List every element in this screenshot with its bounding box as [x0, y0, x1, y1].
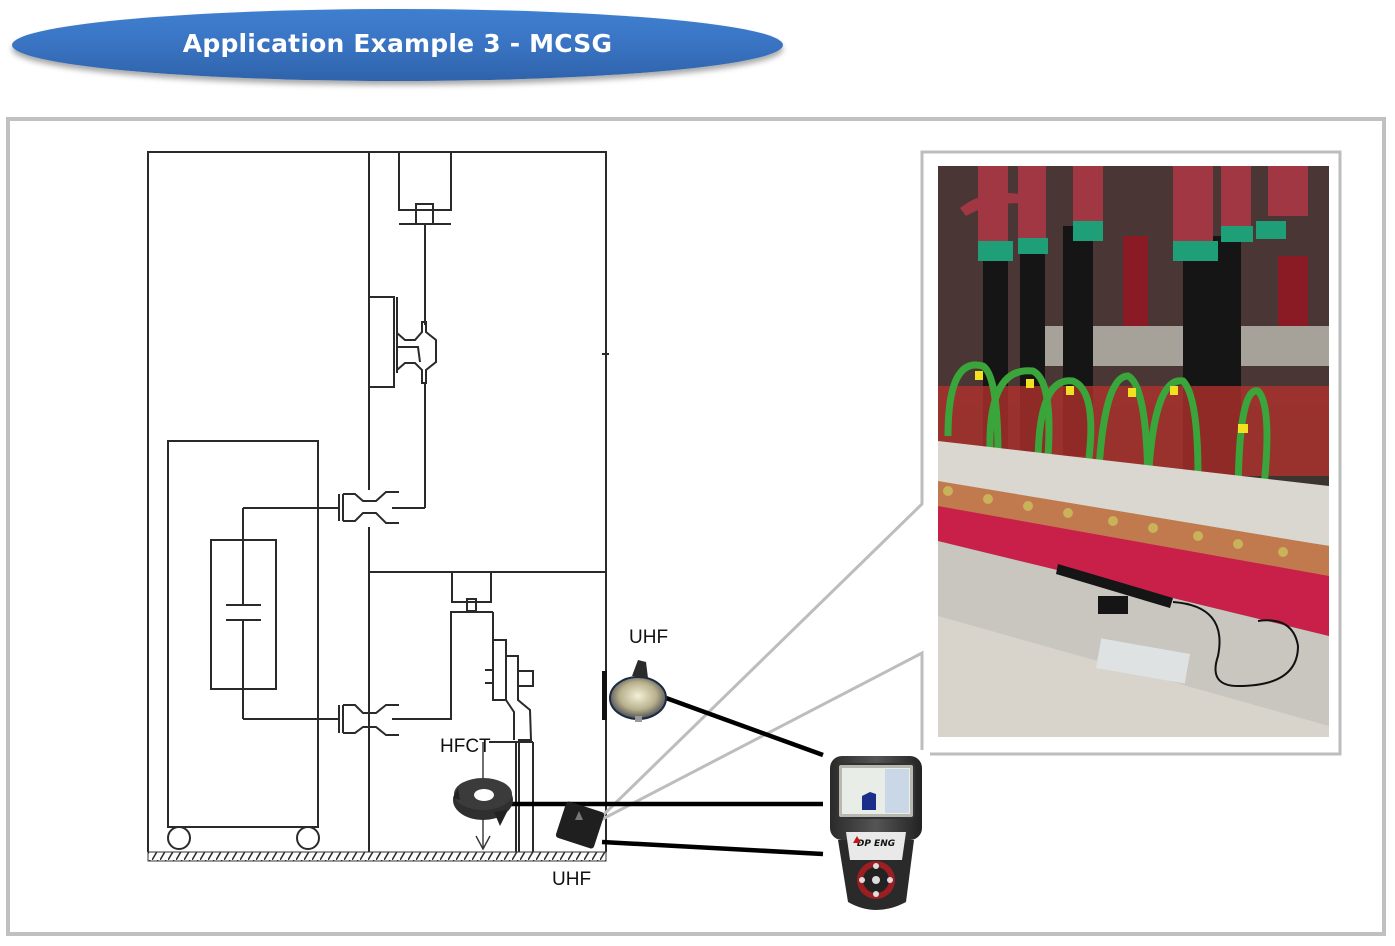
device-brand-label: DP ENG [857, 839, 895, 849]
cable-uhf-external [665, 695, 824, 758]
label-uhf-external: UHF [629, 627, 668, 648]
title-banner: Application Example 3 - MCSG [12, 9, 783, 81]
capacitor-cabinet [167, 440, 339, 850]
content-frame [6, 117, 1386, 936]
switchgear-enclosure [147, 151, 609, 852]
ground-hatch [147, 851, 607, 862]
disconnect-upper [243, 491, 399, 524]
circuit-breaker [368, 296, 437, 509]
uhf-external-sensor-icon [602, 660, 667, 722]
top-bushing [398, 152, 452, 325]
cable-termination [451, 572, 534, 852]
hfct-sensor-icon [453, 778, 513, 826]
disconnect-lower [338, 611, 493, 736]
installation-photo [938, 166, 1329, 737]
label-uhf-internal: UHF [552, 869, 591, 890]
callout-lines [593, 150, 1342, 825]
page-title: Application Example 3 - MCSG [182, 28, 613, 58]
pd-analyzer-device-icon: DP ENG [830, 756, 922, 910]
uhf-internal-sensor-icon [555, 801, 605, 849]
label-hfct: HFCT [440, 736, 491, 757]
cable-uhf-internal [601, 839, 824, 857]
sensor-cables [509, 695, 824, 857]
